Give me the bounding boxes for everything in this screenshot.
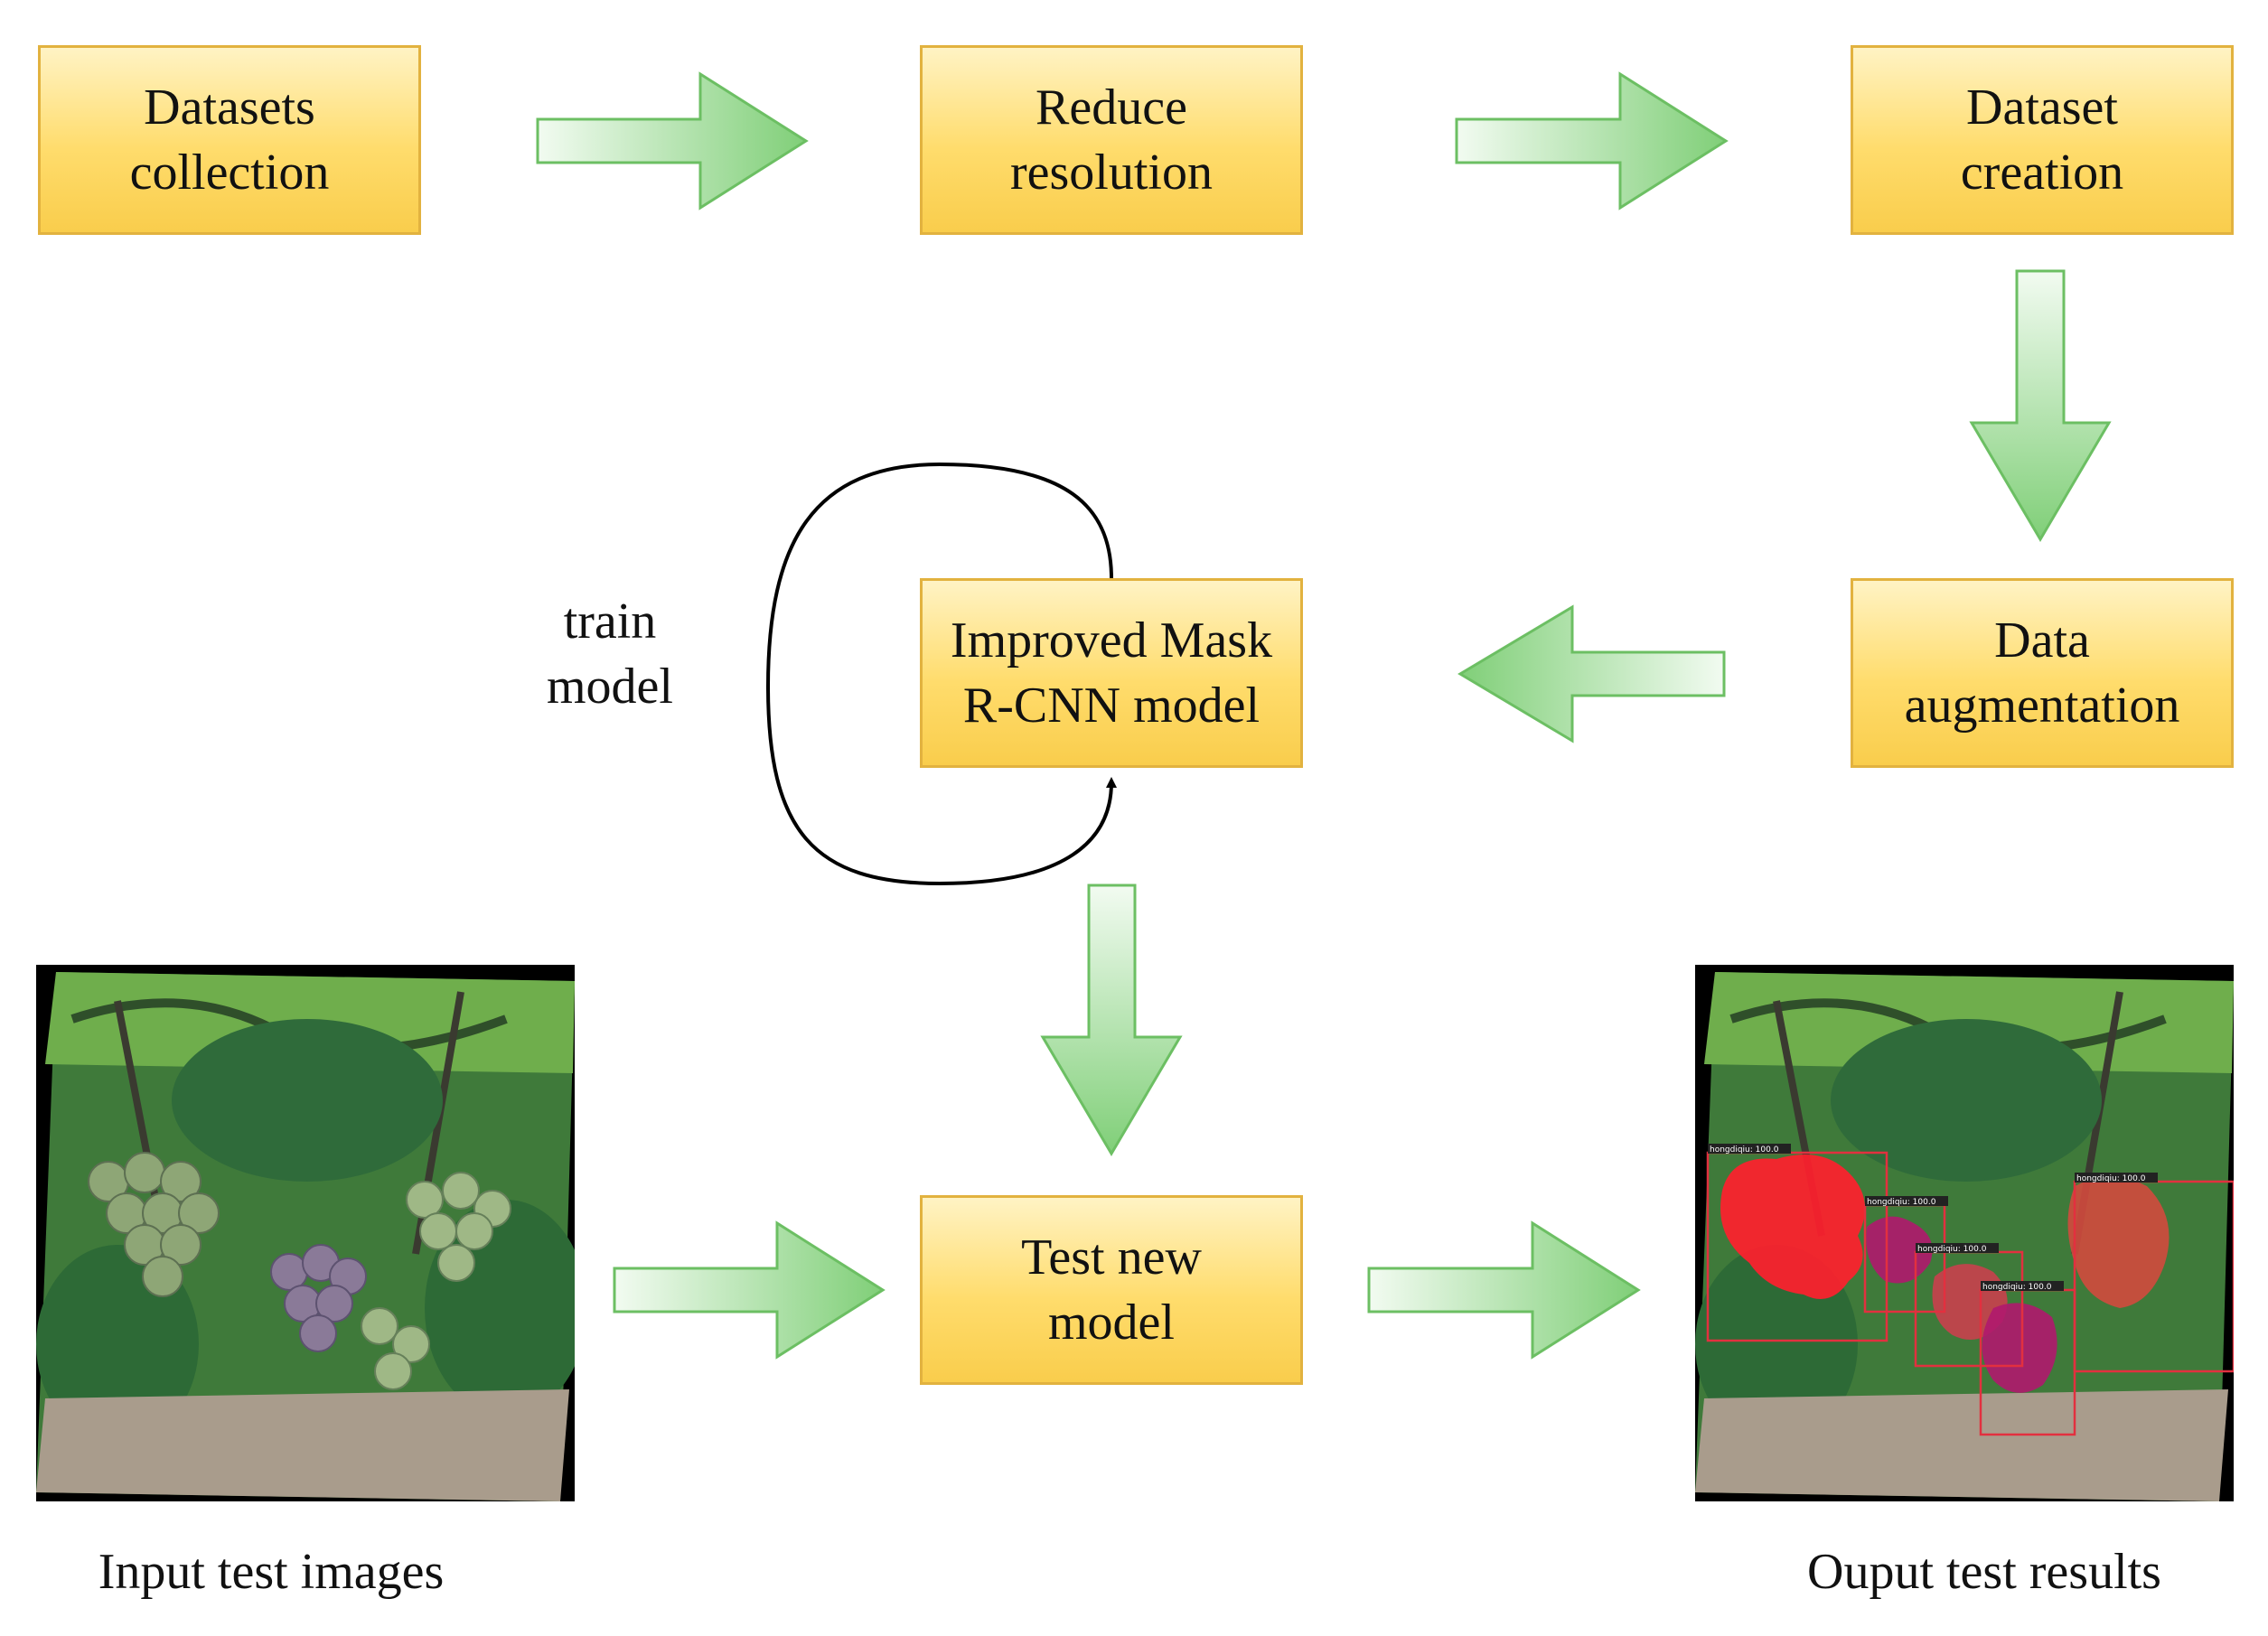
step-label-line: Reduce bbox=[1036, 79, 1187, 136]
step-label-line: model bbox=[1048, 1295, 1175, 1351]
step-label-line: R-CNN model bbox=[962, 678, 1261, 734]
train-loop-arrow bbox=[765, 462, 1117, 886]
step-label-line: Test new bbox=[1021, 1229, 1202, 1285]
step-label-line: Improved Mask bbox=[950, 612, 1273, 668]
detection-label: hongdiqiu: 100.0 bbox=[1710, 1145, 1779, 1155]
detection-label: hongdiqiu: 100.0 bbox=[1867, 1198, 1936, 1207]
step-datasets-collection: Datasets collection bbox=[38, 45, 421, 235]
grape-detection-illustration: hongdiqiu: 100.0 hongdiqiu: 100.0 hongdi… bbox=[1695, 972, 2234, 1501]
detection-mask bbox=[2067, 1177, 2170, 1308]
arrow-collection-to-reduce bbox=[536, 71, 809, 210]
train-model-label: train model bbox=[533, 589, 687, 719]
loop-label-line: train bbox=[563, 594, 657, 650]
step-dataset-creation: Dataset creation bbox=[1851, 45, 2234, 235]
step-label-line: Datasets bbox=[144, 79, 315, 136]
input-test-images-caption: Input test images bbox=[98, 1544, 445, 1600]
output-test-results-caption: Ouput test results bbox=[1807, 1544, 2161, 1600]
arrow-augmentation-to-model bbox=[1457, 604, 1726, 743]
step-label-line: Dataset bbox=[1966, 79, 2118, 136]
arrow-model-to-test bbox=[1040, 883, 1183, 1156]
detection-label: hongdiqiu: 100.0 bbox=[1917, 1245, 1987, 1254]
detection-mask bbox=[1982, 1303, 2057, 1393]
output-test-result-image: hongdiqiu: 100.0 hongdiqiu: 100.0 hongdi… bbox=[1695, 965, 2234, 1501]
loop-label-line: model bbox=[547, 659, 673, 715]
step-label-line: creation bbox=[1960, 145, 2124, 201]
step-label-line: Data bbox=[1994, 612, 2090, 668]
step-label-line: resolution bbox=[1010, 145, 1213, 201]
detection-box bbox=[1706, 1151, 1888, 1342]
detection-mask bbox=[1720, 1155, 1865, 1299]
arrow-test-to-output bbox=[1367, 1220, 1641, 1360]
step-reduce-resolution: Reduce resolution bbox=[920, 45, 1303, 235]
input-test-image bbox=[36, 965, 575, 1501]
detection-label: hongdiqiu: 100.0 bbox=[2076, 1174, 2146, 1183]
arrow-reduce-to-creation bbox=[1455, 71, 1729, 210]
step-test-new-model: Test new model bbox=[920, 1195, 1303, 1385]
arrow-input-to-test bbox=[613, 1220, 886, 1360]
arrow-creation-to-augmentation bbox=[1969, 269, 2112, 542]
grape-photo-illustration bbox=[36, 972, 575, 1501]
step-label-line: collection bbox=[129, 145, 330, 201]
step-data-augmentation: Data augmentation bbox=[1851, 578, 2234, 768]
detection-label: hongdiqiu: 100.0 bbox=[1982, 1283, 2052, 1292]
step-label-line: augmentation bbox=[1904, 678, 2180, 734]
